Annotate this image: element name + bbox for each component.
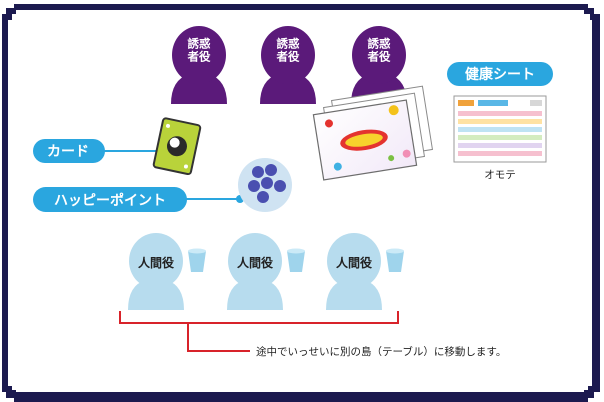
human-figure: 人間役 [227, 233, 283, 310]
person-silhouette-icon [326, 280, 382, 310]
human-figure: 人間役 [128, 233, 184, 310]
move-bracket [119, 311, 399, 352]
human-group: 人間役 人間役 人間役 [128, 233, 404, 310]
health-sheet: 健康シート オモテ [447, 62, 553, 181]
health-sheet-label [447, 62, 553, 86]
happy-points-callout: ハッピーポイント [33, 158, 292, 212]
person-silhouette-icon [227, 280, 283, 310]
tempter-figure: 誘惑者役 [171, 26, 227, 104]
cup-icon [188, 248, 206, 272]
card-label [33, 139, 105, 163]
sheet-icon [453, 95, 547, 163]
human-label: 人間役 [336, 255, 372, 270]
person-silhouette-icon [128, 280, 184, 310]
person-silhouette-icon [171, 74, 227, 104]
tempter-group: 誘惑者役 誘惑者役 誘惑者役 [171, 26, 407, 104]
tempter-label: 誘惑者役 [187, 37, 211, 64]
health-sheet-label-text: 健康シート [465, 66, 535, 83]
move-note: 途中でいっせいに別の島（テーブル）に移動します。 [256, 345, 506, 358]
happy-points-label-text: ハッピーポイント [54, 192, 166, 209]
happy-points-label [33, 187, 187, 212]
cup-icon [287, 248, 305, 272]
tempter-label: 誘惑者役 [367, 37, 391, 64]
tempter-label: 誘惑者役 [276, 37, 300, 64]
human-label: 人間役 [138, 255, 174, 270]
board-sheet-icon [312, 85, 434, 181]
person-silhouette-icon [260, 74, 316, 104]
card-callout: カード [33, 117, 202, 176]
cup-icon [386, 248, 404, 272]
tempter-figure: 誘惑者役 [260, 26, 316, 104]
human-label: 人間役 [237, 255, 273, 270]
token-cluster-icon [238, 158, 292, 212]
sheet-front-caption: オモテ [484, 169, 516, 181]
human-figure: 人間役 [326, 233, 382, 310]
game-card-icon [152, 117, 202, 176]
card-label-text: カード [47, 144, 89, 160]
